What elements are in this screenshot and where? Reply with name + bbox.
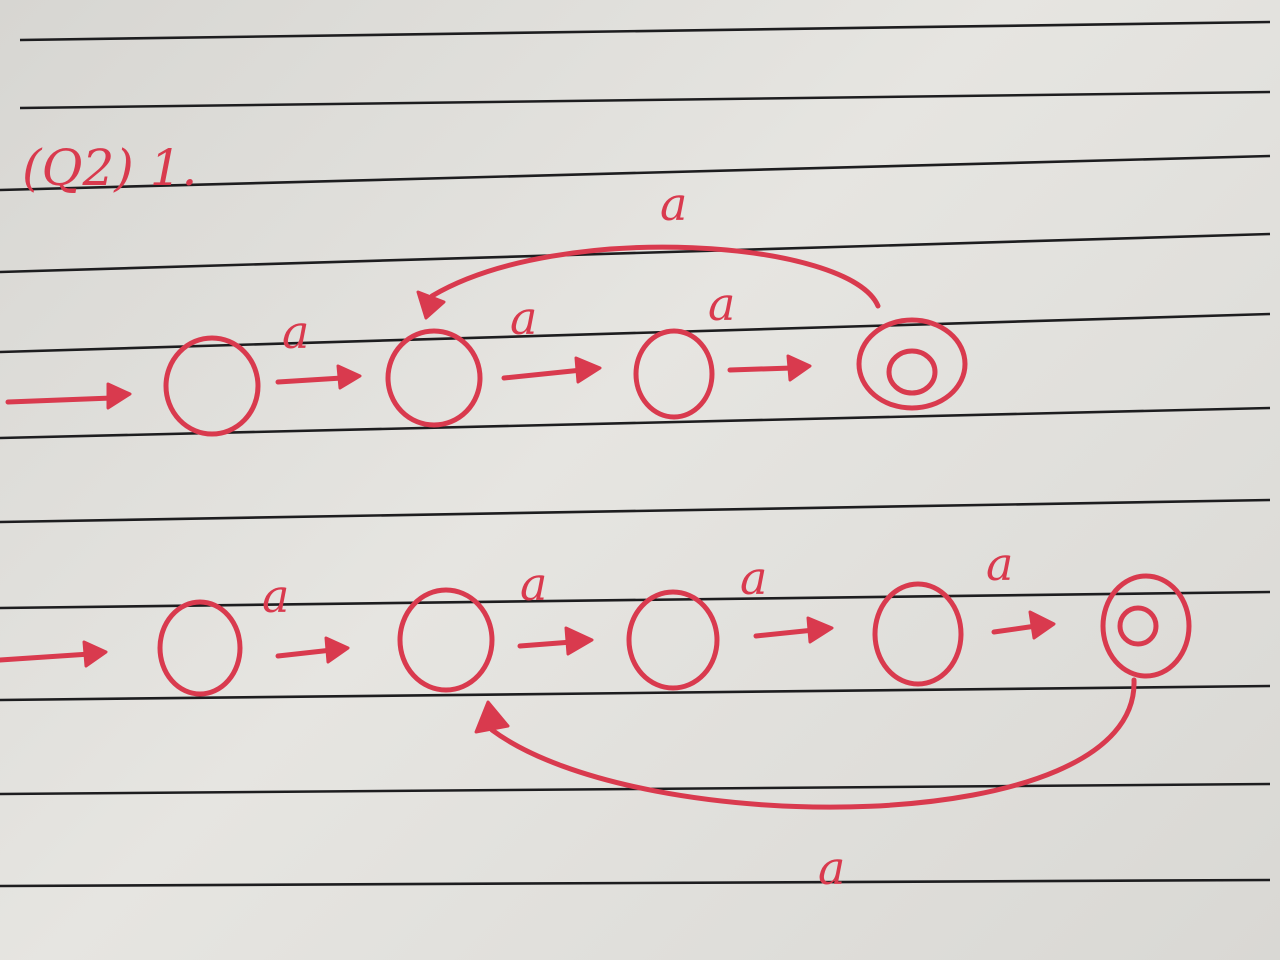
ruled-line (0, 232, 1271, 274)
automaton-1: a a a a (5, 177, 968, 437)
state-s1 (397, 587, 495, 693)
transition-label: a (262, 569, 289, 623)
transition-s0-s1: a (275, 305, 362, 390)
ruled-line (0, 684, 1271, 702)
ruled-line (0, 406, 1271, 440)
automaton-2: a a a a a (0, 537, 1192, 895)
transition-s2-s3: a (740, 551, 834, 644)
ruled-line (0, 498, 1271, 524)
state-s1 (385, 328, 483, 428)
transition-label: a (740, 551, 767, 605)
transition-label: a (282, 305, 309, 359)
ruled-line (19, 90, 1271, 110)
ruled-line (19, 20, 1271, 42)
state-s2 (633, 328, 715, 420)
transition-label: a (818, 841, 845, 895)
transition-label: a (660, 177, 687, 231)
transition-label: a (986, 537, 1013, 591)
state-s2 (626, 589, 720, 691)
state-s0 (163, 335, 261, 437)
start-arrow (5, 382, 132, 410)
transition-s0-s1: a (262, 569, 350, 664)
state-s3 (872, 581, 964, 687)
ruled-line (0, 154, 1271, 192)
ruled-line (0, 312, 1271, 354)
transition-s1-s2: a (501, 291, 602, 384)
transition-label: a (708, 277, 735, 331)
transition-s4-s1: a (474, 677, 1137, 895)
question-heading: (Q2) 1. (22, 139, 197, 197)
state-s0 (157, 599, 243, 697)
ruled-line (0, 878, 1271, 888)
transition-s1-s2: a (517, 557, 594, 656)
transition-s3-s4: a (986, 537, 1056, 640)
state-s4-accepting (1100, 573, 1192, 679)
transition-s2-s3: a (708, 277, 812, 382)
state-s3-accepting (856, 317, 968, 411)
start-arrow (0, 640, 108, 668)
transition-label: a (510, 291, 537, 345)
transition-label: a (520, 557, 547, 611)
transition-s3-s1: a (416, 177, 881, 320)
